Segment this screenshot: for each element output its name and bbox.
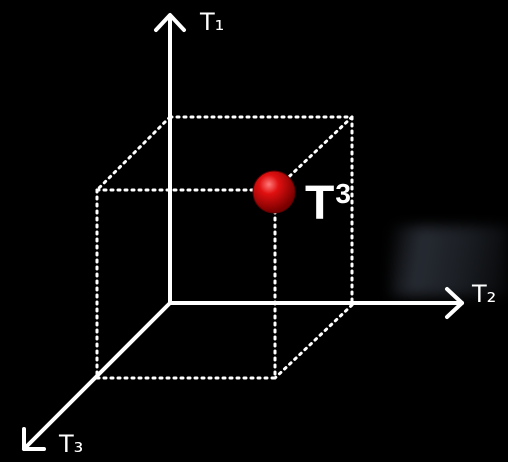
- axis-t3-line: [22, 301, 172, 451]
- point-label: T3: [305, 180, 351, 228]
- cube-edge-bottom-right: [273, 303, 354, 380]
- point-marker: [252, 170, 296, 214]
- axis-t2-arrow: [445, 287, 464, 319]
- axis-t1-arrow: [154, 13, 186, 32]
- point-label-base: T: [305, 177, 335, 230]
- background-glare: [390, 226, 508, 296]
- point-label-superscript: 3: [335, 178, 351, 209]
- axis-t3-label: T₃: [59, 430, 84, 458]
- axis-t3-arrow: [22, 427, 46, 451]
- axis-t1-label: T₁: [200, 8, 225, 36]
- cube-edge-top-left: [95, 115, 172, 192]
- axis-t2-label: T₂: [472, 280, 497, 308]
